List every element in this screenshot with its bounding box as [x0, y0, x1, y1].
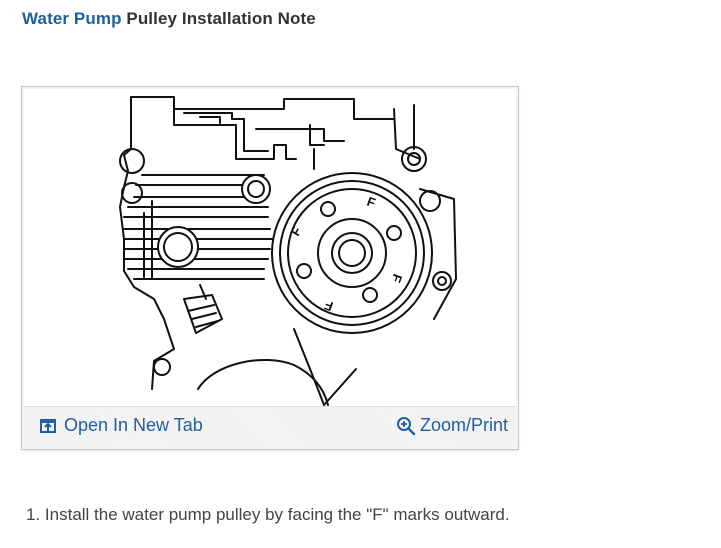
figure-container: F F F F Open In New Tab Zoom/Pri: [21, 86, 519, 450]
water-pump-pulley-diagram: F F F F: [119, 96, 457, 406]
figure-toolbar: Open In New Tab Zoom/Print: [24, 406, 516, 447]
title-link[interactable]: Water Pump: [22, 9, 122, 28]
open-new-tab-button[interactable]: Open In New Tab: [38, 415, 203, 436]
zoom-in-icon: [396, 416, 416, 435]
page-title: Water Pump Pulley Installation Note: [22, 9, 316, 29]
step-number: 1.: [26, 505, 41, 524]
title-text: Pulley Installation Note: [126, 9, 316, 28]
zoom-print-label: Zoom/Print: [419, 415, 508, 435]
zoom-print-button[interactable]: Zoom/Print: [396, 415, 508, 436]
figure-inner: F F F F Open In New Tab Zoom/Pri: [24, 89, 516, 447]
open-new-tab-icon: [40, 418, 56, 433]
step-item: 1. Install the water pump pulley by faci…: [26, 505, 510, 525]
open-new-tab-label: Open In New Tab: [64, 415, 203, 435]
step-text: Install the water pump pulley by facing …: [44, 505, 510, 524]
